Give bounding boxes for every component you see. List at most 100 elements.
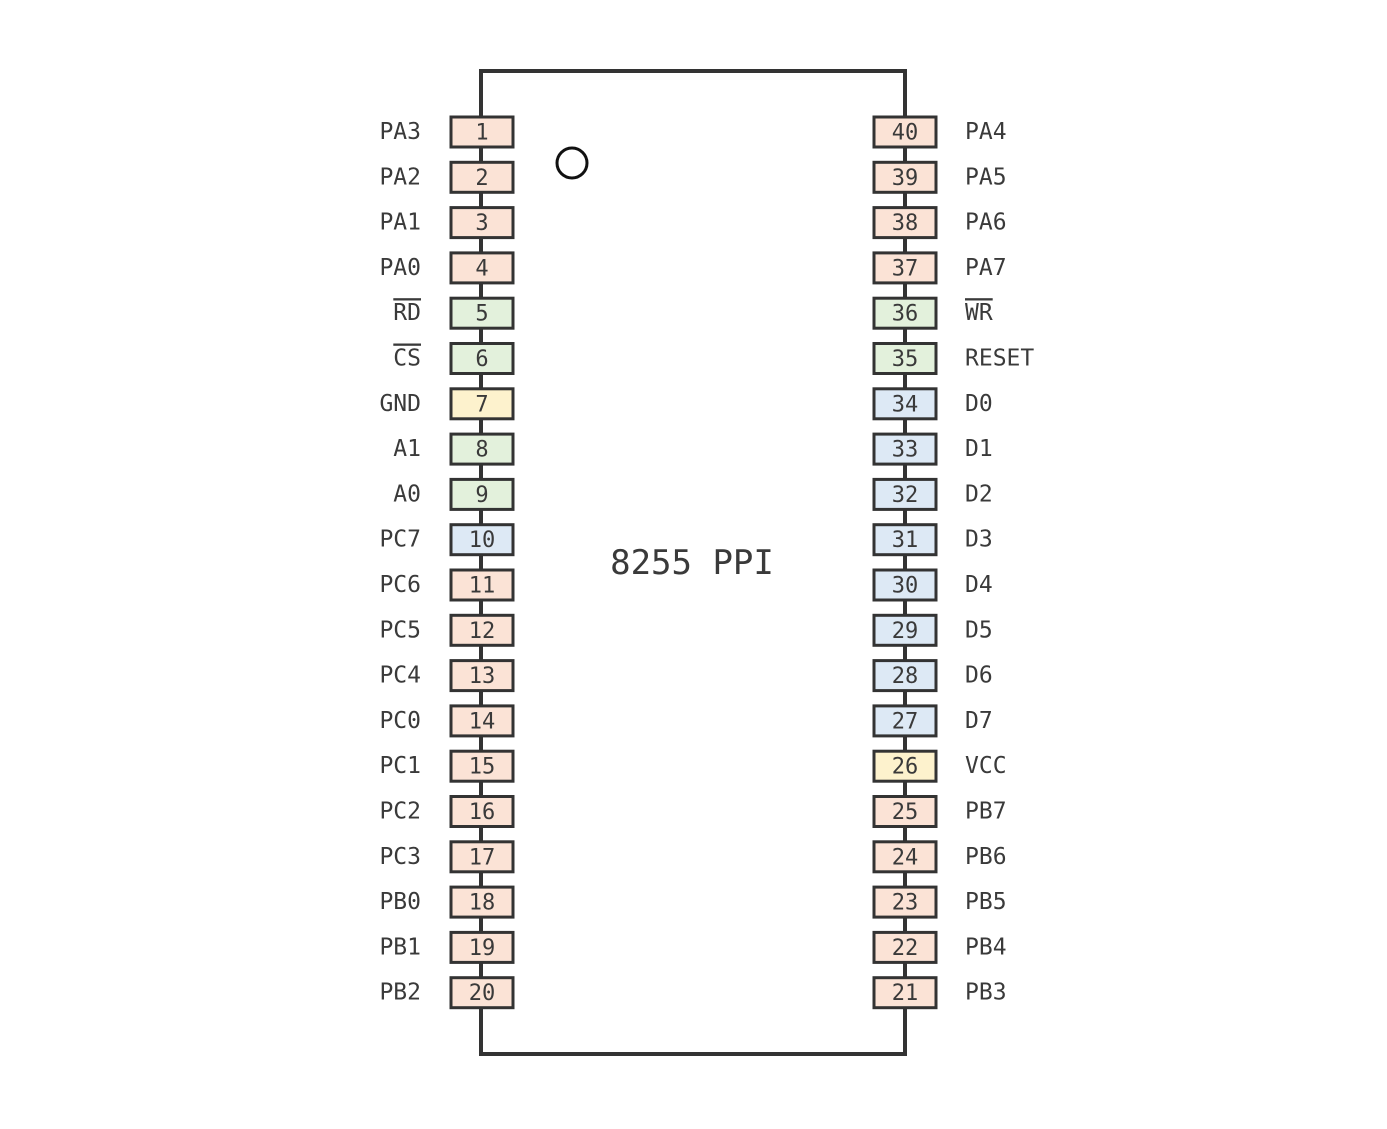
pin-number-34: 34 <box>892 392 919 417</box>
pin-number-28: 28 <box>892 664 919 689</box>
pin-box-19 <box>449 930 515 964</box>
pin-box-16 <box>449 795 515 828</box>
pin-box-30 <box>872 568 938 602</box>
pin-label-34: D0 <box>965 391 993 417</box>
pin-box-28 <box>872 659 938 693</box>
pin-1: 1 PA3 <box>379 115 515 149</box>
pin-box-1 <box>449 115 515 149</box>
pin-label-13: PC4 <box>379 663 421 689</box>
pin-label-7: GND <box>379 391 421 417</box>
pin-number-25: 25 <box>892 800 919 825</box>
pin-number-4: 4 <box>475 256 488 281</box>
pin-number-6: 6 <box>475 347 488 372</box>
pin-box-32 <box>872 477 938 511</box>
pin-box-36 <box>872 296 938 330</box>
pin-box-20 <box>449 976 515 1010</box>
pin-label-3: PA1 <box>379 210 421 236</box>
pin-box-10 <box>449 523 515 557</box>
pin-label-17: PC3 <box>379 844 421 870</box>
pin-label-11: PC6 <box>379 572 421 598</box>
pin-number-22: 22 <box>892 936 919 961</box>
pin-number-1: 1 <box>475 121 488 146</box>
pin-box-22 <box>872 930 938 964</box>
pin-21: 21 PB3 <box>872 976 1007 1010</box>
pin-number-13: 13 <box>469 664 496 689</box>
pin-label-39: PA5 <box>965 164 1007 190</box>
pin-label-6: CS <box>393 346 421 372</box>
pin-number-38: 38 <box>892 211 919 236</box>
pin-box-33 <box>872 432 938 466</box>
pin-box-6 <box>449 342 515 375</box>
pin-number-15: 15 <box>469 755 496 780</box>
pin-label-24: PB6 <box>965 844 1007 870</box>
pin-5: 5 RD <box>393 296 515 330</box>
pin-box-23 <box>872 885 938 919</box>
pin-label-27: D7 <box>965 708 993 734</box>
pin-label-28: D6 <box>965 663 993 689</box>
pin-box-21 <box>872 976 938 1010</box>
pin-number-32: 32 <box>892 483 919 508</box>
pin-number-10: 10 <box>469 528 496 553</box>
pin-6: 6 CS <box>393 342 515 375</box>
pin-label-20: PB2 <box>379 980 421 1006</box>
left-pin-column: 1PA32PA23PA14PA05RD6CS7GND8A19A010PC711P… <box>379 115 515 1010</box>
pin-label-12: PC5 <box>379 617 421 643</box>
pin-number-30: 30 <box>892 574 919 599</box>
pin-number-35: 35 <box>892 347 919 372</box>
pin-15: 15 PC1 <box>379 749 515 783</box>
pin-box-2 <box>449 160 515 194</box>
pin-number-40: 40 <box>892 121 919 146</box>
pin-number-36: 36 <box>892 302 919 327</box>
pin-13: 13 PC4 <box>379 659 515 693</box>
pin-number-2: 2 <box>475 166 488 191</box>
pin-box-34 <box>872 387 938 421</box>
pin-number-20: 20 <box>469 981 496 1006</box>
pin-number-5: 5 <box>475 302 488 327</box>
pin-number-16: 16 <box>469 800 496 825</box>
pin-17: 17 PC3 <box>379 840 515 874</box>
pin-label-14: PC0 <box>379 708 421 734</box>
pin-label-1: PA3 <box>379 119 421 145</box>
pin-label-21: PB3 <box>965 980 1007 1006</box>
pin-label-15: PC1 <box>379 753 421 779</box>
pin-number-21: 21 <box>892 981 919 1006</box>
pin-number-24: 24 <box>892 845 919 870</box>
pin-box-24 <box>872 840 938 874</box>
pin-4: 4 PA0 <box>379 251 515 285</box>
pin-label-2: PA2 <box>379 164 421 190</box>
pin-box-38 <box>872 206 938 240</box>
pin-label-4: PA0 <box>379 255 421 281</box>
pin-number-29: 29 <box>892 619 919 644</box>
chip-body <box>479 69 907 1056</box>
pin-box-35 <box>872 342 938 375</box>
pin-number-17: 17 <box>469 845 496 870</box>
pin-label-33: D1 <box>965 436 993 462</box>
pin-label-5: RD <box>393 300 421 326</box>
pin-box-37 <box>872 251 938 285</box>
pin-label-25: PB7 <box>965 799 1007 825</box>
pin-box-5 <box>449 296 515 330</box>
pin-box-29 <box>872 613 938 647</box>
pin-8: 8A1 <box>393 432 515 466</box>
pin-box-31 <box>872 523 938 557</box>
pin-20: 20 PB2 <box>379 976 515 1010</box>
pin-label-32: D2 <box>965 481 993 507</box>
pin-box-11 <box>449 568 515 602</box>
pin-number-8: 8 <box>475 438 488 463</box>
